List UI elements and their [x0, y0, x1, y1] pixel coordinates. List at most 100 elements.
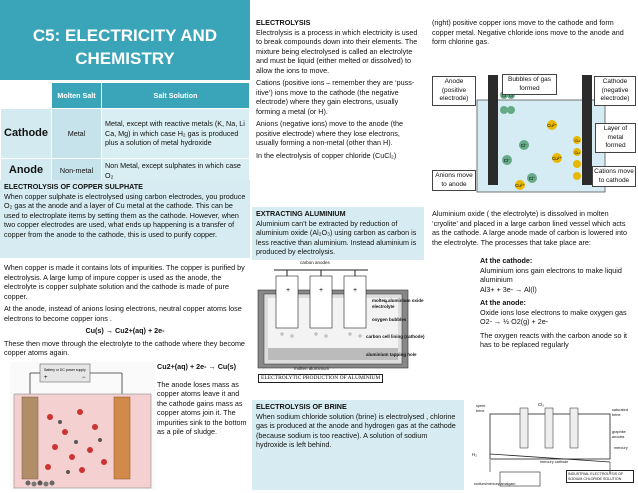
copper-ions	[45, 409, 107, 474]
cell-drawing: + + + +	[257, 269, 409, 369]
paragraph: Cations (positive ions – remember they a…	[256, 78, 415, 116]
svg-text:+: +	[286, 287, 290, 294]
battery-plus: +	[44, 375, 48, 381]
ion-label: Cl⁻	[504, 158, 511, 163]
column-header: Molten Salt	[51, 82, 102, 109]
column-header: Salt Solution	[101, 82, 250, 109]
paragraph: Oxide ions lose electrons to make oxygen…	[480, 307, 627, 317]
hydrogen-label: H₂	[472, 452, 477, 457]
amalgam-tank	[499, 471, 541, 487]
subheading: At the anode:	[480, 298, 526, 307]
graphite-anode	[519, 407, 529, 449]
anode-rod	[488, 75, 498, 185]
graphite-anode	[544, 407, 554, 449]
chloride-ions	[502, 140, 537, 183]
bubbles-label: oxygen bubbles	[372, 317, 407, 322]
spent-brine-label: spent brine	[476, 404, 486, 413]
molten-aluminium	[268, 348, 398, 360]
sludge	[25, 480, 55, 487]
copper-refining-diagram: Battery or DC power supply + −	[10, 362, 155, 490]
aluminium-process: Aluminium oxide ( the electrolyte) is di…	[428, 207, 636, 252]
equation: Cu2+(aq) + 2e- → Cu(s)	[157, 362, 237, 371]
electrolyte-label: molten aluminium oxide electrolyte	[372, 298, 424, 309]
anode-block	[275, 275, 299, 329]
copper-deposit	[573, 136, 581, 180]
brine-diagram: Cl₂ spent brine saturated brine graphite…	[470, 402, 636, 490]
paragraph: When copper is made it contains lots of …	[4, 263, 245, 301]
battery-minus: −	[82, 375, 86, 381]
cathode-rod	[582, 75, 592, 185]
paragraph: The oxygen reacts with the carbon anode …	[480, 330, 628, 350]
paragraph: Aluminium oxide ( the electrolyte) is di…	[432, 209, 627, 247]
section-heading: ELECTROLYSIS	[256, 18, 311, 27]
electrolysis-section: ELECTROLYSIS Electrolysis is a process i…	[252, 16, 427, 165]
anodes-label: carbon anodes	[300, 260, 330, 265]
paragraph: At the anode, instead of anions losing e…	[4, 304, 242, 323]
paragraph: These then move through the electrolyte …	[4, 338, 245, 358]
electrolysis-continued: (right) positive copper ions move to the…	[428, 16, 636, 52]
saturated-brine-label: saturated brine	[612, 408, 628, 417]
chlorine-label: Cl₂	[538, 402, 544, 407]
ion-label: Cl⁻	[521, 143, 528, 148]
graphite-anode	[569, 407, 579, 449]
paragraph: (right) positive copper ions move to the…	[432, 18, 624, 46]
table-cell: Metal	[51, 108, 102, 159]
table-cell: Non-metal	[51, 158, 102, 183]
table-row: Cathode Metal Metal, except with reactiv…	[0, 108, 250, 159]
cell-drawing	[489, 407, 611, 487]
svg-text:+: +	[319, 287, 323, 294]
impure-copper-anode	[21, 396, 39, 480]
copper-chloride-diagram: Cl⁻ Cl⁻ Cl⁻ Cu²⁺ Cu²⁺ Cu²⁺ Cl Cl Cu Cu A…	[432, 60, 636, 200]
diagram-caption: ELECTROLYTIC PRODUCTION OF ALUMINIUM	[258, 374, 384, 384]
mercury-cathode-label: mercury cathode	[540, 460, 569, 464]
amalgam-label: sodium/mercury amalgam	[474, 482, 516, 486]
salt-table: Molten Salt Salt Solution Cathode Metal …	[0, 82, 250, 183]
section-heading: EXTRACTING ALUMINIUM	[256, 209, 346, 218]
paragraph: The anode loses mass as copper atoms lea…	[157, 379, 247, 437]
anode-label: Anode (positive electrode)	[432, 76, 476, 106]
section-heading: ELECTROLYSIS OF BRINE	[256, 402, 347, 411]
diagram-caption: INDUSTRIAL ELECTROLYSIS OF SODIUM CHLORI…	[566, 470, 634, 484]
cathode-label: Cathode (negative electrode)	[594, 76, 636, 106]
ion-label: Cu²⁺	[515, 183, 525, 188]
row-header: Anode	[0, 158, 52, 183]
section-heading: ELECTROLYSIS OF COPPER SULPHATE	[4, 182, 143, 191]
anions-label: Anions move to anode	[432, 170, 476, 192]
paragraph: When copper sulphate is electrolysed usi…	[4, 191, 246, 239]
subheading: At the cathode:	[480, 256, 533, 265]
equation: Cu(s) → Cu2+(aq) + 2e-	[85, 326, 165, 335]
aluminium-intro: EXTRACTING ALUMINIUM Aluminium can’t be …	[252, 207, 424, 260]
atom-label: Cu	[574, 138, 579, 143]
copper-ions	[515, 120, 562, 190]
ion-label: Cu²⁺	[552, 156, 562, 161]
metal-layer-label: Layer of metal formed	[595, 123, 636, 153]
pure-copper-cathode	[113, 396, 131, 480]
tapping-label: aluminium tapping hole	[366, 352, 417, 357]
paragraph: When sodium chloride solution (brine) is…	[256, 411, 456, 450]
aluminium-reactions: At the cathode: Aluminium ions gain elec…	[480, 256, 635, 350]
equation: O2- → ½ O2(g) + 2e-	[480, 317, 549, 326]
paragraph: Aluminium ions gain electrons to make li…	[480, 265, 622, 285]
svg-text:+: +	[384, 299, 388, 306]
bubbles-label: Bubbles of gas formed	[502, 74, 557, 96]
oxygen-bubbles	[280, 332, 362, 338]
anode-block	[309, 275, 333, 329]
atom-label: Cl	[509, 93, 513, 98]
ion-label: Cl⁻	[529, 176, 536, 181]
table-corner	[0, 82, 52, 109]
brine-section: ELECTROLYSIS OF BRINE When sodium chlori…	[252, 400, 464, 490]
lining-label: carbon cell lining (cathode)	[366, 334, 425, 339]
graphite-label: graphite anodes	[612, 430, 626, 439]
aluminium-cell-diagram: + + + + carbon anodes molten aluminium o…	[254, 260, 426, 384]
paragraph: In the electrolysis of copper chloride (…	[256, 150, 397, 160]
paragraph: Aluminium can’t be extracted by reductio…	[256, 218, 417, 257]
paragraph: Anions (negative ions) move to the anode…	[256, 119, 404, 147]
table-cell: Metal, except with reactive metals (K, N…	[101, 108, 250, 159]
sludge-text: Cu2+(aq) + 2e- → Cu(s) The anode loses m…	[157, 362, 249, 437]
row-header: Cathode	[0, 108, 52, 159]
mercury-label: mercury	[614, 446, 628, 450]
table-header-row: Molten Salt Salt Solution	[0, 82, 250, 109]
molten-al-label: molten aluminium	[294, 366, 330, 371]
page-title: C5: ELECTRICITY AND CHEMISTRY	[32, 26, 218, 68]
cations-label: Cations move to cathode	[592, 166, 636, 188]
